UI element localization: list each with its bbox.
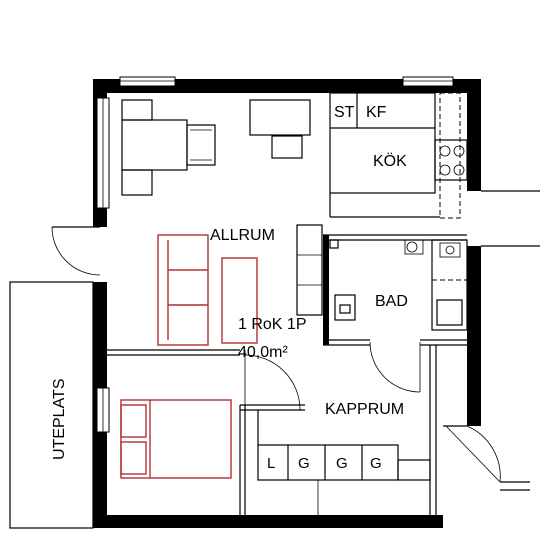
closets bbox=[257, 410, 431, 515]
bed bbox=[120, 399, 232, 479]
room-label-kok: KÖK bbox=[373, 152, 407, 170]
closet-label-g3: G bbox=[370, 455, 382, 472]
closet-label-g1: G bbox=[298, 455, 310, 472]
terrace-label: UTEPLATS bbox=[51, 379, 68, 461]
apartment-type: 1 RoK 1P bbox=[238, 316, 306, 333]
sofa bbox=[157, 234, 258, 346]
window-left-lower bbox=[96, 387, 110, 433]
terrace bbox=[9, 281, 94, 529]
dining-set bbox=[121, 99, 311, 196]
window-top-left bbox=[119, 76, 176, 87]
room-label-st: ST bbox=[334, 104, 355, 121]
interior-walls bbox=[107, 190, 540, 515]
kitchen-counter bbox=[329, 92, 468, 219]
tv-bench bbox=[296, 224, 323, 316]
room-label-allrum: ALLRUM bbox=[210, 227, 275, 244]
window-left-upper bbox=[96, 97, 110, 209]
bath-fixtures bbox=[329, 239, 468, 331]
closet-label-g2: G bbox=[336, 455, 348, 472]
room-label-kapprum: KAPPRUM bbox=[325, 401, 404, 418]
outer-walls bbox=[93, 79, 481, 528]
balcony-door bbox=[51, 226, 101, 276]
room-label-kf: KF bbox=[366, 104, 387, 121]
closet-label-l: L bbox=[267, 455, 275, 472]
window-top-right bbox=[402, 76, 454, 87]
apartment-area: 40,0m² bbox=[238, 344, 288, 361]
room-label-bad: BAD bbox=[375, 293, 408, 310]
